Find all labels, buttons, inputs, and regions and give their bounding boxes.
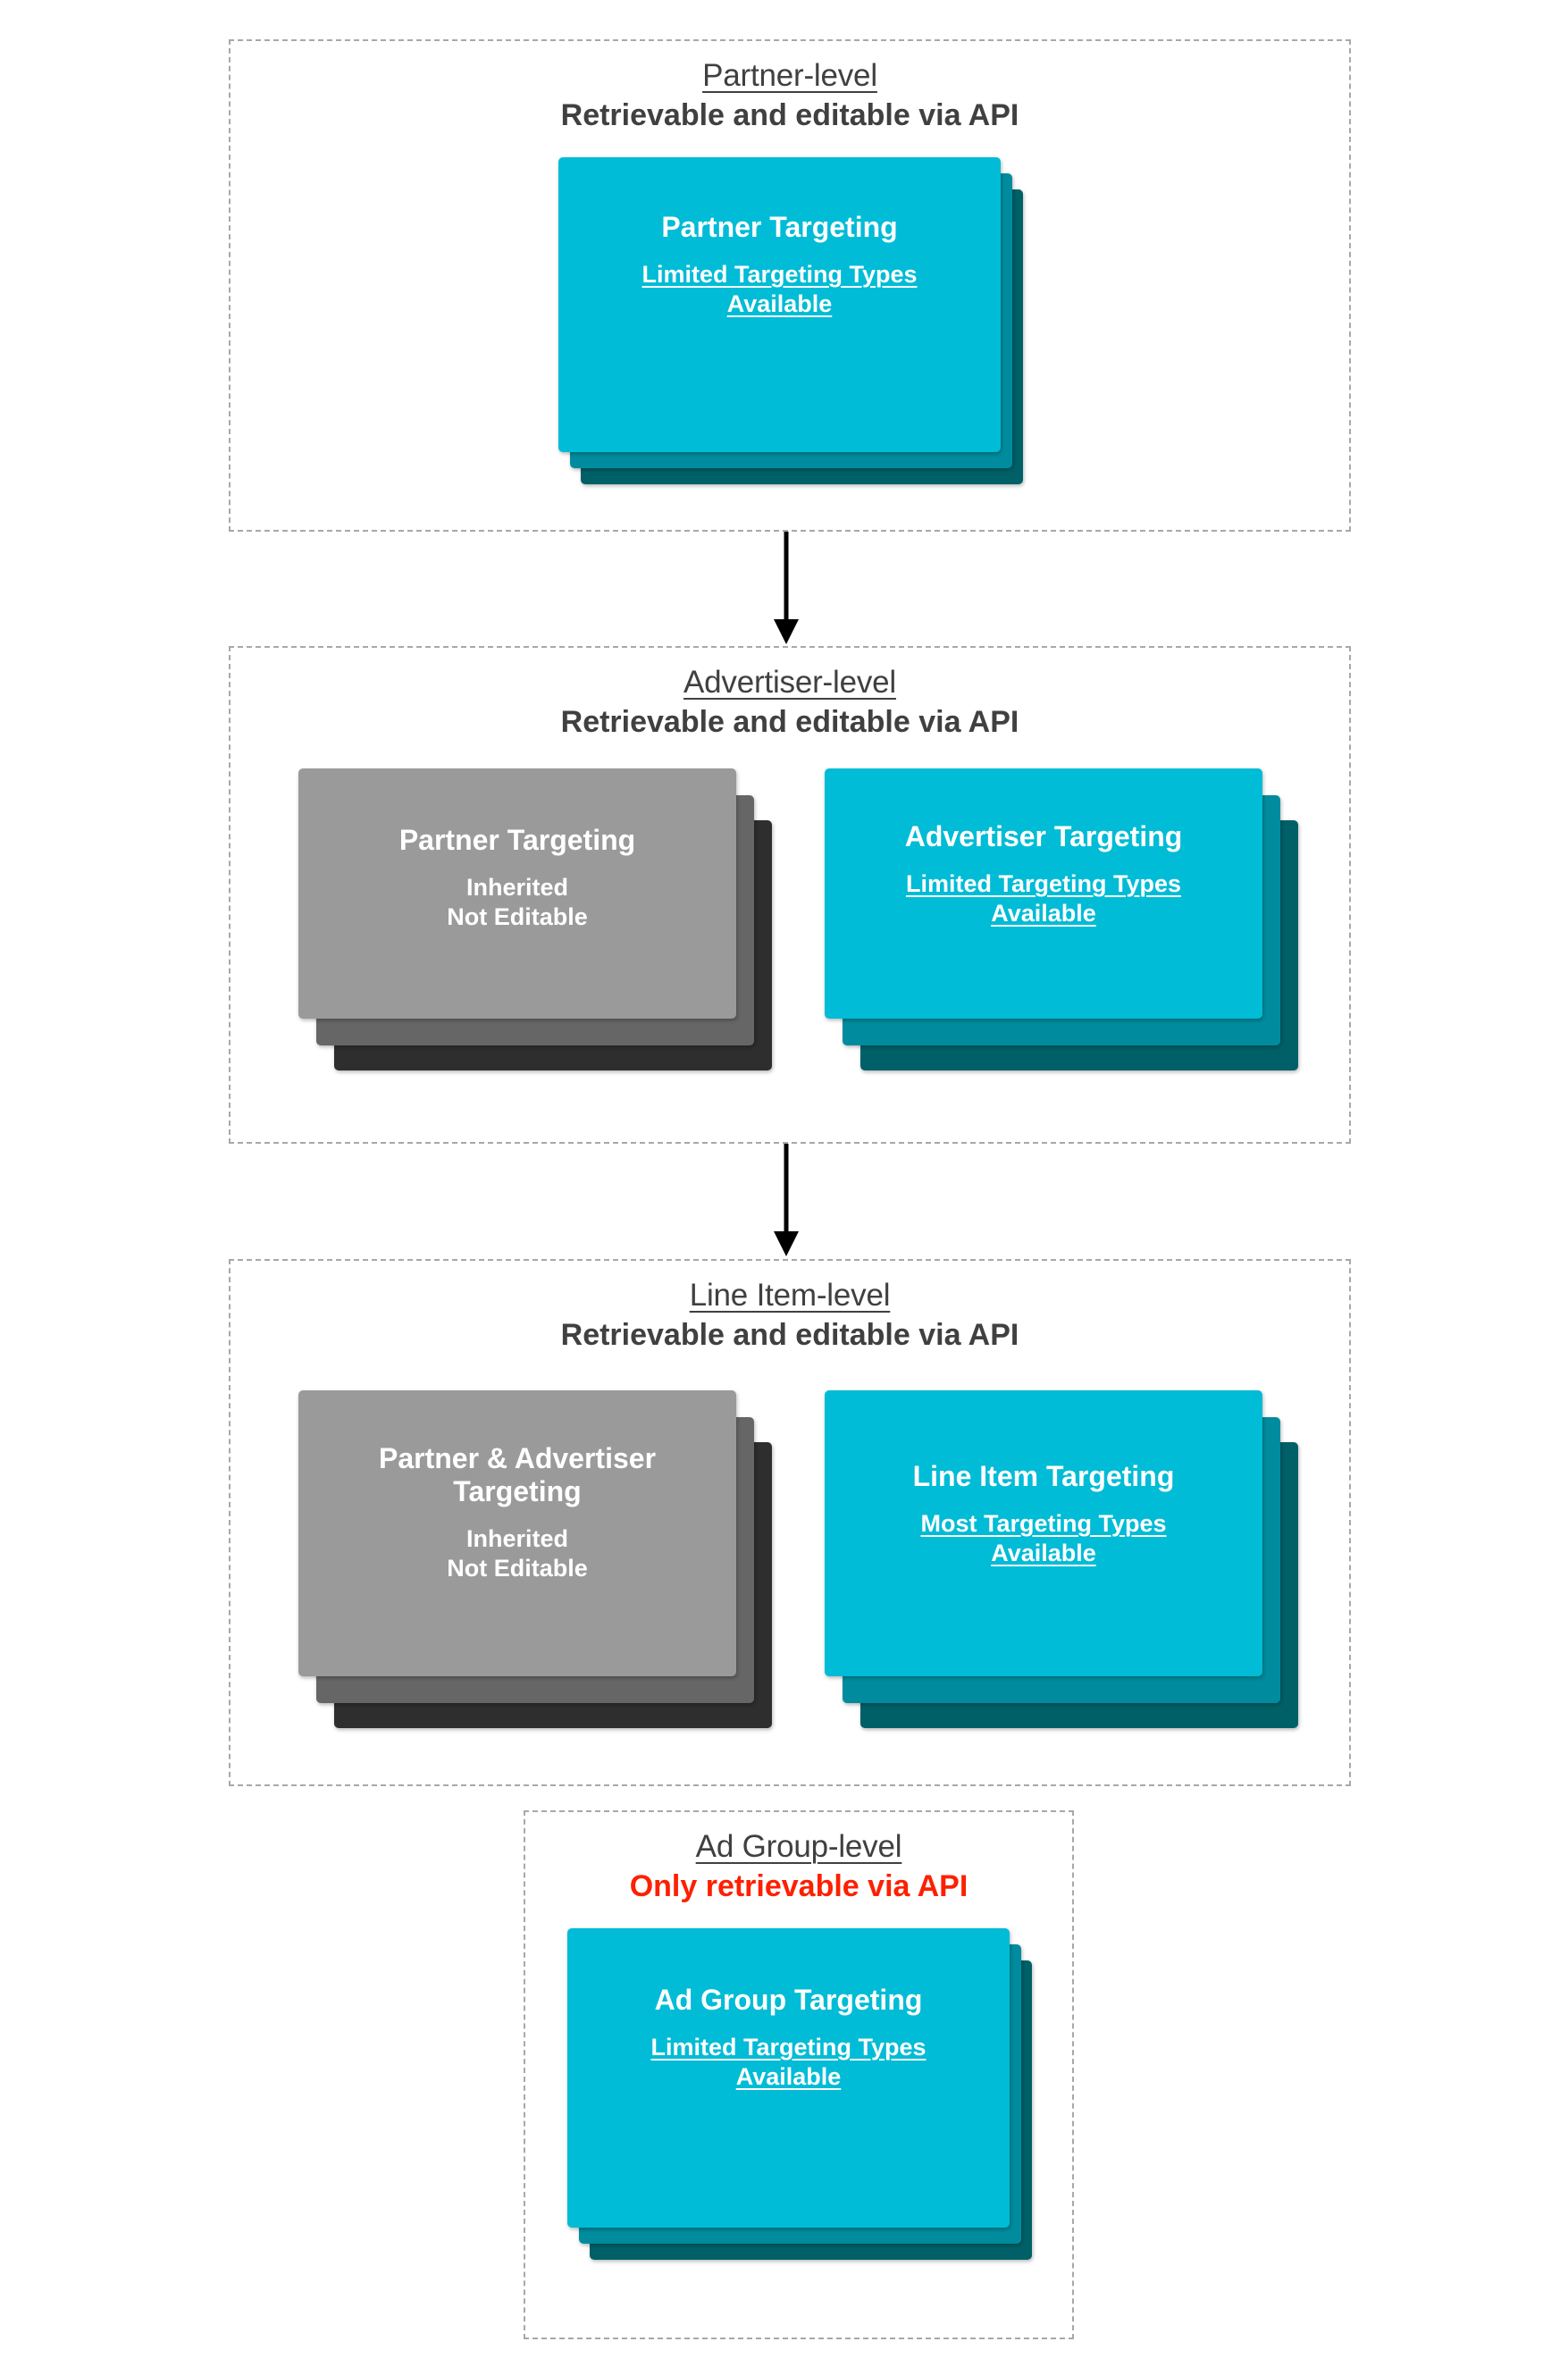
card-title-ad-group-targeting: Ad Group Targeting bbox=[654, 1984, 923, 2016]
card-body-partner-targeting: Partner Targeting Limited Targeting Type… bbox=[558, 157, 1001, 452]
connector-arrow-advertiser-to-line-item bbox=[768, 1144, 804, 1258]
card-title-advertiser-targeting: Advertiser Targeting bbox=[904, 820, 1183, 852]
card-layer-front: Ad Group Targeting Limited Targeting Typ… bbox=[567, 1928, 1010, 2228]
card-stack-partner-targeting[interactable]: Partner Targeting Limited Targeting Type… bbox=[558, 157, 1032, 488]
level-title-ad-group-level: Ad Group-level bbox=[695, 1829, 902, 1864]
level-subtitle-ad-group-level: Only retrievable via API bbox=[629, 1869, 968, 1904]
level-header-advertiser-level: Advertiser-level Retrievable and editabl… bbox=[231, 664, 1349, 740]
level-box-ad-group-level: Ad Group-level Only retrievable via API … bbox=[524, 1810, 1074, 2339]
card-layer-front: Line Item Targeting Most Targeting Types… bbox=[825, 1390, 1262, 1676]
level-subtitle-partner-level: Retrievable and editable via API bbox=[560, 98, 1019, 133]
card-stack-line-item-targeting[interactable]: Line Item Targeting Most Targeting Types… bbox=[825, 1390, 1325, 1766]
card-title-line-item-targeting: Line Item Targeting bbox=[912, 1460, 1175, 1492]
level-header-partner-level: Partner-level Retrievable and editable v… bbox=[231, 57, 1349, 133]
connector-arrow-partner-to-advertiser bbox=[768, 532, 804, 646]
card-title-partner-targeting: Partner Targeting bbox=[661, 211, 898, 243]
level-subtitle-line-item-level: Retrievable and editable via API bbox=[560, 1318, 1019, 1353]
level-box-advertiser-level: Advertiser-level Retrievable and editabl… bbox=[229, 646, 1351, 1144]
level-title-partner-level: Partner-level bbox=[702, 58, 877, 93]
card-layer-front: Advertiser Targeting Limited Targeting T… bbox=[825, 768, 1262, 1019]
level-header-ad-group-level: Ad Group-level Only retrievable via API bbox=[525, 1828, 1072, 1904]
arrow-down-icon bbox=[774, 532, 799, 644]
level-title-advertiser-level: Advertiser-level bbox=[683, 665, 896, 700]
card-stack-advertiser-targeting[interactable]: Advertiser Targeting Limited Targeting T… bbox=[825, 768, 1325, 1108]
level-box-line-item-level: Line Item-level Retrievable and editable… bbox=[229, 1259, 1351, 1786]
card-stack-ad-group-targeting[interactable]: Ad Group Targeting Limited Targeting Typ… bbox=[567, 1928, 1041, 2277]
card-layer-front: Partner Targeting Limited Targeting Type… bbox=[558, 157, 1001, 452]
level-title-line-item-level: Line Item-level bbox=[689, 1278, 891, 1313]
arrow-down-icon bbox=[774, 1144, 799, 1256]
card-body-line-item-targeting: Line Item Targeting Most Targeting Types… bbox=[825, 1390, 1262, 1676]
card-title-partner-targeting-inherited: Partner Targeting bbox=[398, 824, 636, 856]
level-subtitle-advertiser-level: Retrievable and editable via API bbox=[560, 705, 1019, 740]
card-body-ad-group-targeting: Ad Group Targeting Limited Targeting Typ… bbox=[567, 1928, 1010, 2228]
level-header-line-item-level: Line Item-level Retrievable and editable… bbox=[231, 1277, 1349, 1353]
card-body-advertiser-targeting: Advertiser Targeting Limited Targeting T… bbox=[825, 768, 1262, 1019]
level-box-partner-level: Partner-level Retrievable and editable v… bbox=[229, 39, 1351, 532]
